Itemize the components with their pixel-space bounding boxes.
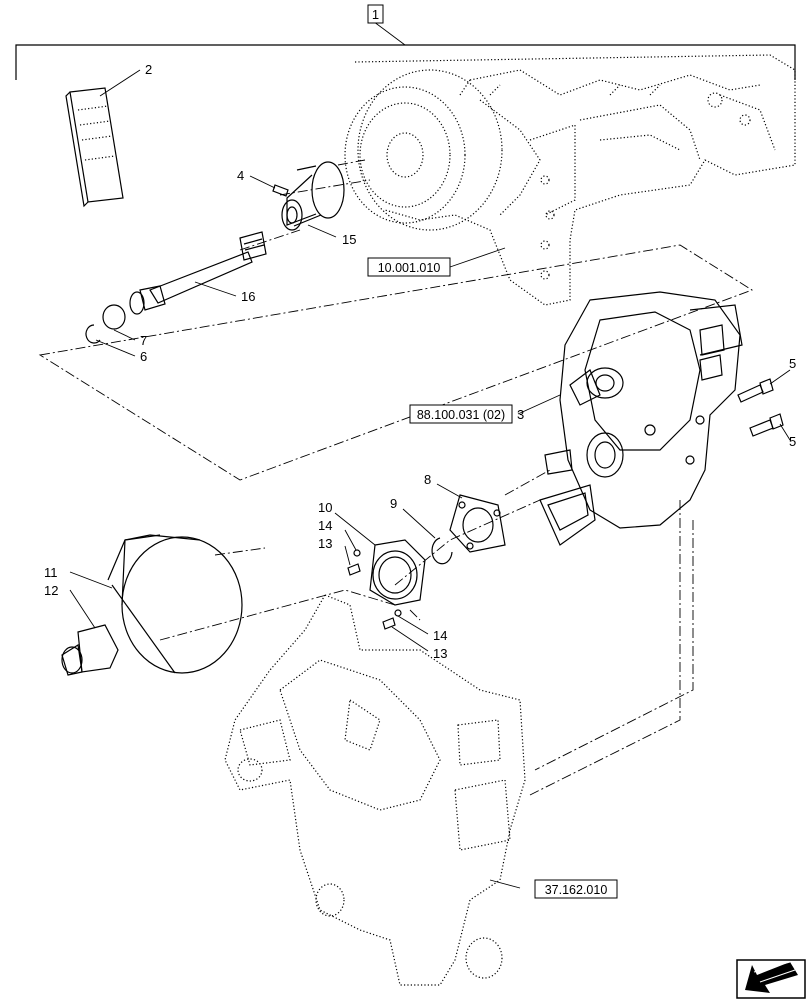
callout-11: 11 [44,565,58,580]
bolt-4 [249,175,289,197]
transmission-housing [517,291,743,546]
bolt-5-upper [737,369,791,403]
front-frame [224,594,526,986]
cover-plate-10 [334,512,426,606]
bolt-5-lower [749,413,791,441]
ref-engine-label: 10.001.010 [378,261,441,275]
alignment-lines [38,159,754,796]
callout-13-b: 13 [433,646,447,661]
callout-12: 12 [44,583,58,598]
callout-5-b: 5 [789,434,796,449]
engine-block [344,54,796,306]
previous-page-arrow-icon[interactable] [736,959,806,999]
drive-yoke-12 [61,589,119,676]
group-label: 1 [372,7,379,22]
callout-16: 16 [241,289,255,304]
callout-13-a: 13 [318,536,332,551]
callout-6: 6 [140,349,147,364]
ref-box-frame[interactable]: 37.162.010 [534,879,618,899]
service-kit-document [65,69,141,208]
callout-14-b: 14 [433,628,447,643]
ref-transmission-label: 88.100.031 (02) [417,408,505,422]
callout-4: 4 [237,168,244,183]
callout-7: 7 [140,333,147,348]
drive-flange [281,161,345,238]
callout-3: 3 [517,407,524,422]
assembly-bracket: 1 [15,4,796,80]
callout-9: 9 [390,496,397,511]
callout-8: 8 [424,472,431,487]
callout-15: 15 [342,232,356,247]
circlip-6 [85,324,136,357]
ref-box-engine[interactable]: 10.001.010 [367,247,506,277]
callout-14-a: 14 [318,518,332,533]
bolt-13-lower [382,609,429,652]
callout-5-a: 5 [789,356,796,371]
ref-frame-label: 37.162.010 [545,883,608,897]
bolt-13-upper [344,529,361,576]
gasket-8 [436,483,506,553]
callout-2: 2 [145,62,152,77]
callout-10: 10 [318,500,332,515]
guard-ring-11 [69,534,243,674]
snap-ring-9 [402,508,453,565]
input-shaft [129,231,267,315]
callout-labels: 2 4 15 16 7 6 3 5 5 8 9 10 14 13 11 12 1… [44,62,796,661]
ref-box-transmission[interactable]: 88.100.031 (02) [409,404,513,424]
snap-ring-7 [102,304,136,341]
